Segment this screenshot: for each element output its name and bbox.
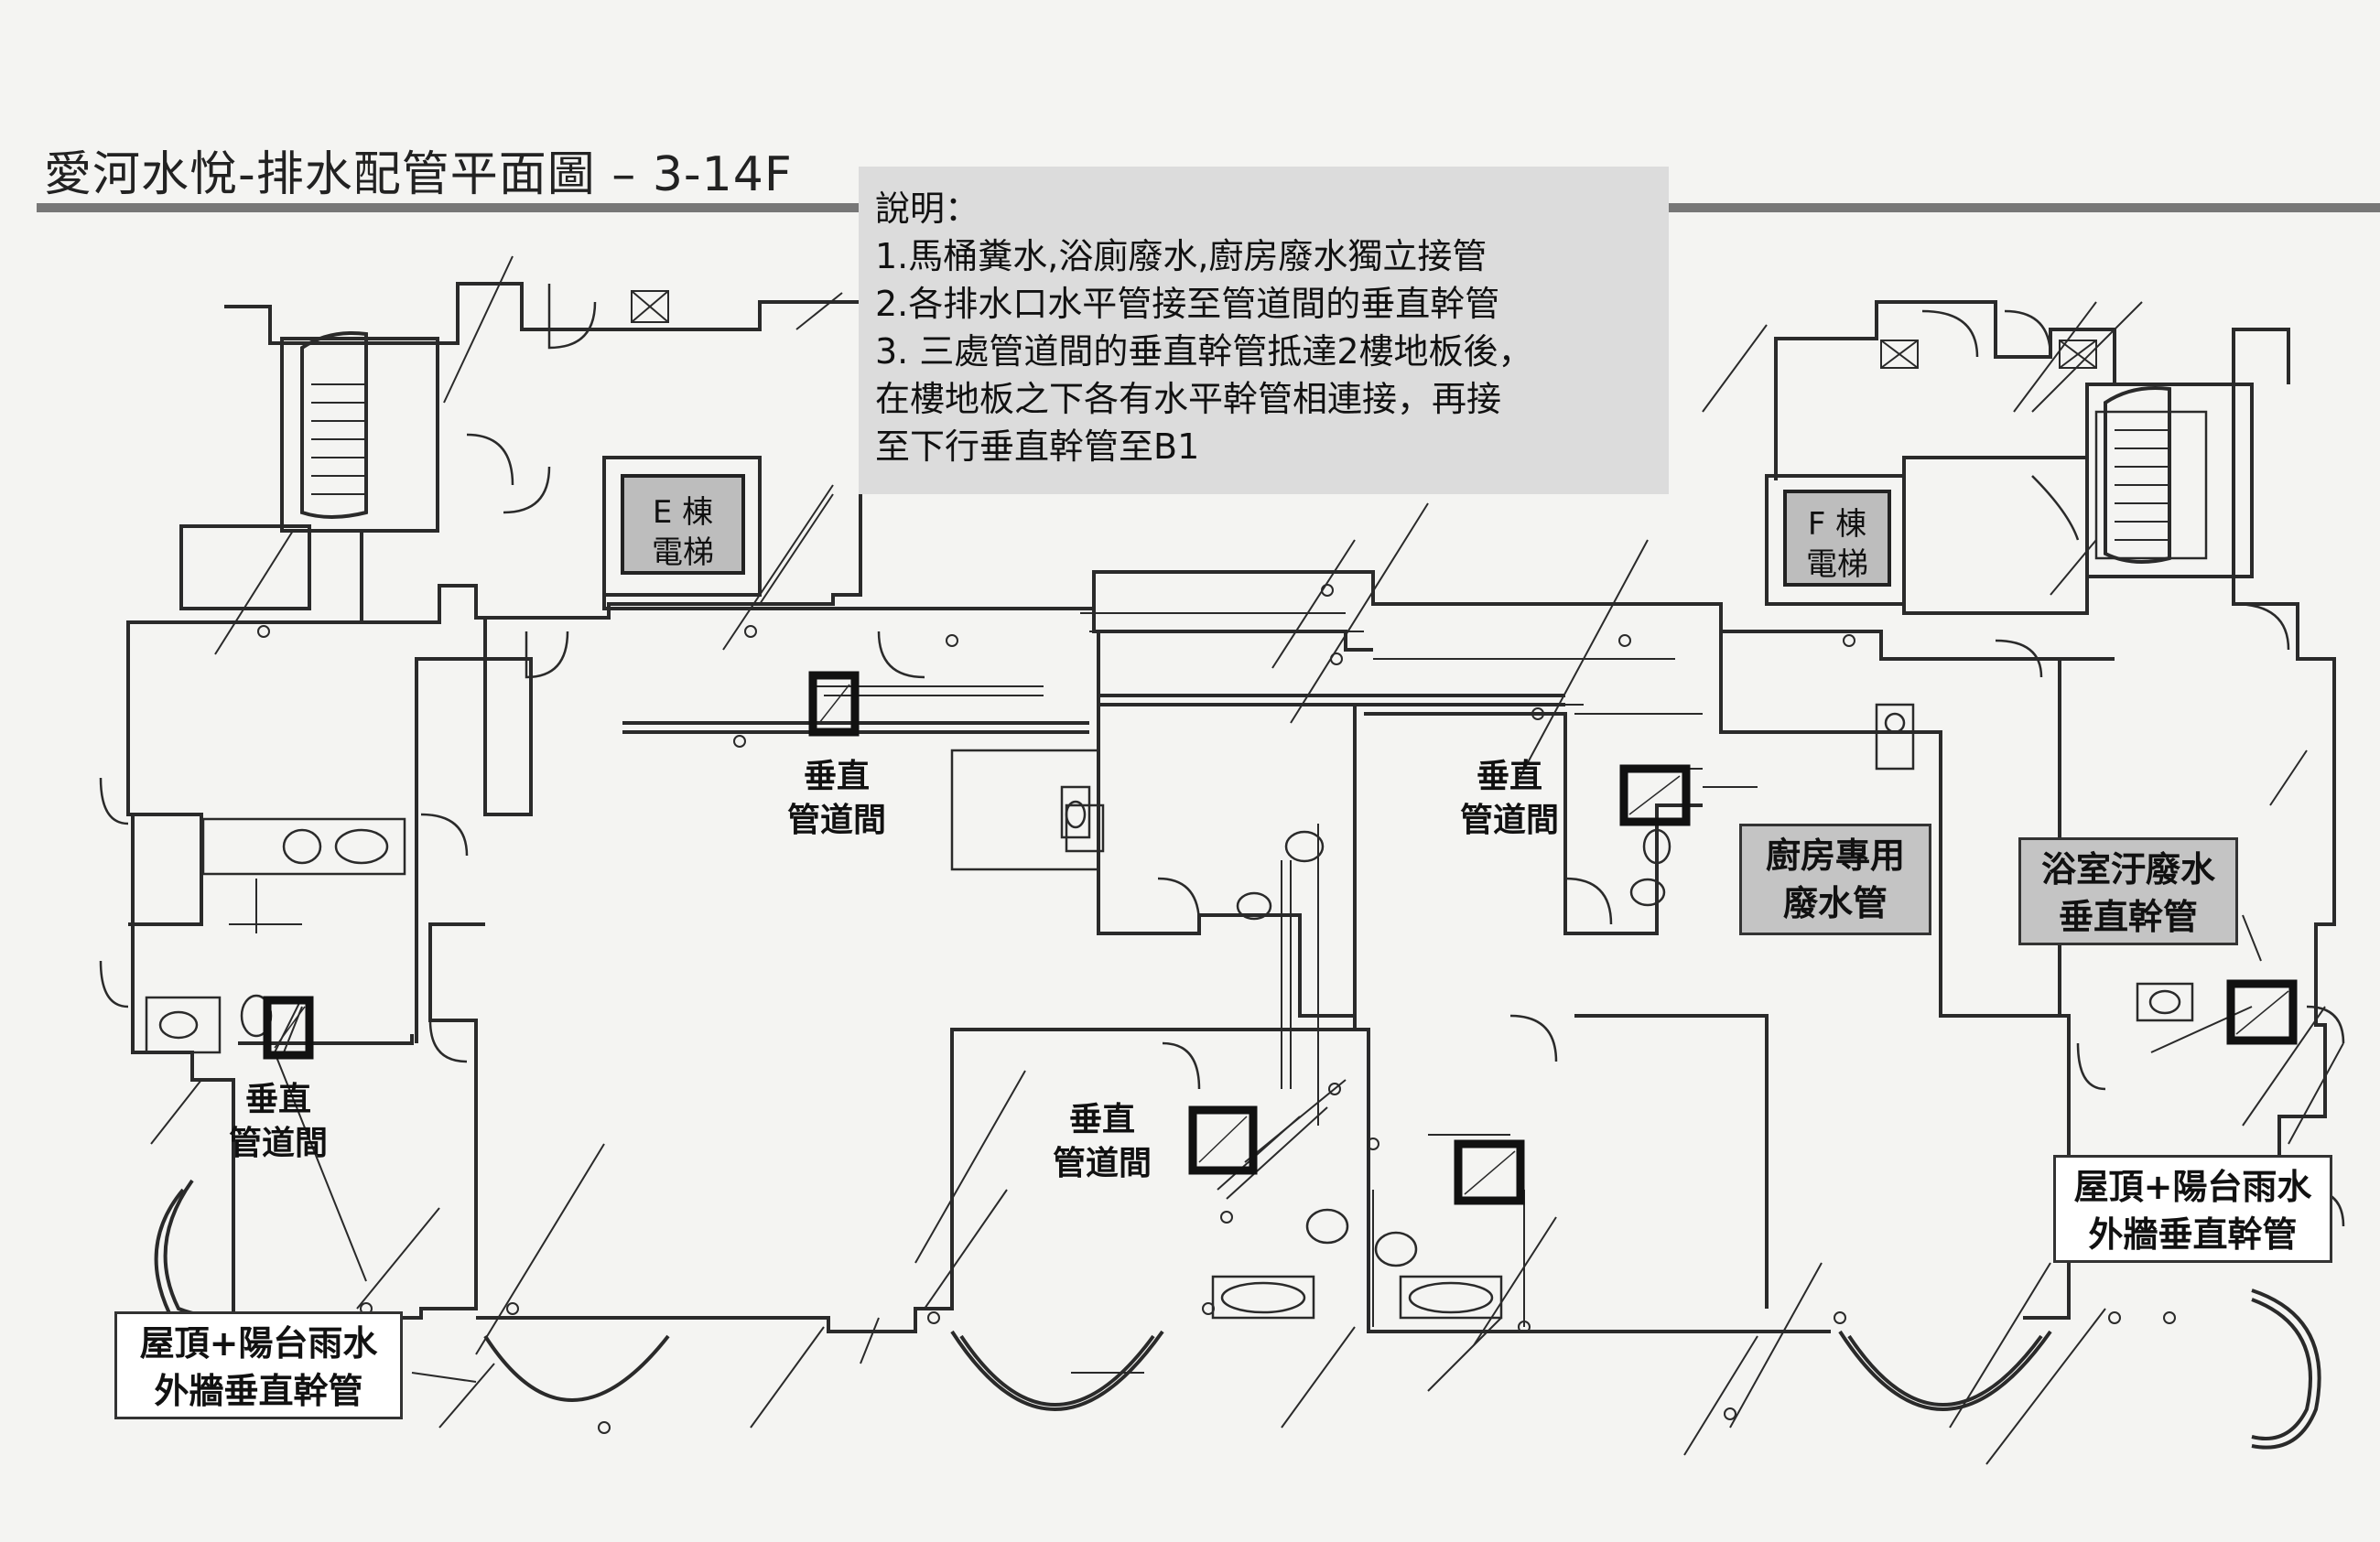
elevator-f-label: 電梯 [1806,546,1868,583]
shaft-label: 垂直 管道間 [229,1078,328,1166]
bathroom-stack-callout: 浴室汙廢水 垂直幹管 [2018,837,2238,945]
drain-points [257,584,2176,1434]
bathroom-callout-line2: 垂直幹管 [2058,897,2198,937]
bathroom-callout-line1: 浴室汙廢水 [2040,849,2215,890]
elevator-e: E 棟 電梯 [621,474,745,575]
shaft-hatching [274,684,2289,1195]
drain-pipes [229,612,2262,1383]
notes-line: 1.馬桶糞水,浴廁廢水,廚房廢水獨立接管 [875,236,1488,276]
notes-line: 3. 三處管道間的垂直幹管抵達2樓地板後， [875,331,1533,372]
pipe-shafts [263,671,2298,1205]
shaft-label-line2: 管道間 [229,1125,329,1162]
shaft-label-line2: 管道間 [787,802,887,839]
shaft-label: 垂直 管道間 [787,755,886,843]
rainwater-callout-right: 屋頂+陽台雨水 外牆垂直幹管 [2053,1155,2332,1263]
stair-treads [311,383,2169,541]
shaft-label-line1: 垂直 [245,1081,312,1118]
elevator-e-label: 電梯 [652,534,714,571]
kitchen-drain-callout: 廚房專用 廢水管 [1739,824,1931,935]
rain-left-line1: 屋頂+陽台雨水 [139,1323,378,1364]
leader-lines [150,255,2344,1465]
bay-windows [154,1179,2321,1450]
kitchen-callout-line1: 廚房專用 [1765,836,1905,876]
notes-line: 至下行垂直幹管至B1 [875,426,1200,467]
shaft-label-line1: 垂直 [1069,1101,1136,1138]
shaft-label: 垂直 管道間 [1053,1098,1152,1186]
shaft-label-line2: 管道間 [1053,1145,1152,1182]
notes-line: 在樓地板之下各有水平幹管相連接，再接 [875,379,1502,419]
notes-heading: 說明： [875,189,980,229]
vent-boxes [631,290,2097,369]
shaft-label-line1: 垂直 [804,758,871,795]
elevator-e-name: E 棟 [652,494,714,531]
rain-right-line1: 屋頂+陽台雨水 [2073,1167,2312,1207]
rain-right-line2: 外牆垂直幹管 [2088,1214,2298,1255]
fixtures [145,410,2208,1320]
kitchen-callout-line2: 廢水管 [1782,883,1888,923]
shaft-label: 垂直 管道間 [1460,755,1559,843]
shaft-label-line2: 管道間 [1460,802,1560,839]
page-title: 愛河水悅-排水配管平面圖 – 3-14F [44,147,793,202]
shaft-label-line1: 垂直 [1477,758,1543,795]
notes-line: 2.各排水口水平管接至管道間的垂直幹管 [875,284,1500,324]
rainwater-callout-left: 屋頂+陽台雨水 外牆垂直幹管 [114,1311,403,1419]
elevator-f: F 棟 電梯 [1783,490,1891,587]
elevator-f-name: F 棟 [1807,506,1867,543]
rain-left-line2: 外牆垂直幹管 [154,1371,363,1411]
notes-box: 說明： 1.馬桶糞水,浴廁廢水,廚房廢水獨立接管 2.各排水口水平管接至管道間的… [859,167,1669,494]
